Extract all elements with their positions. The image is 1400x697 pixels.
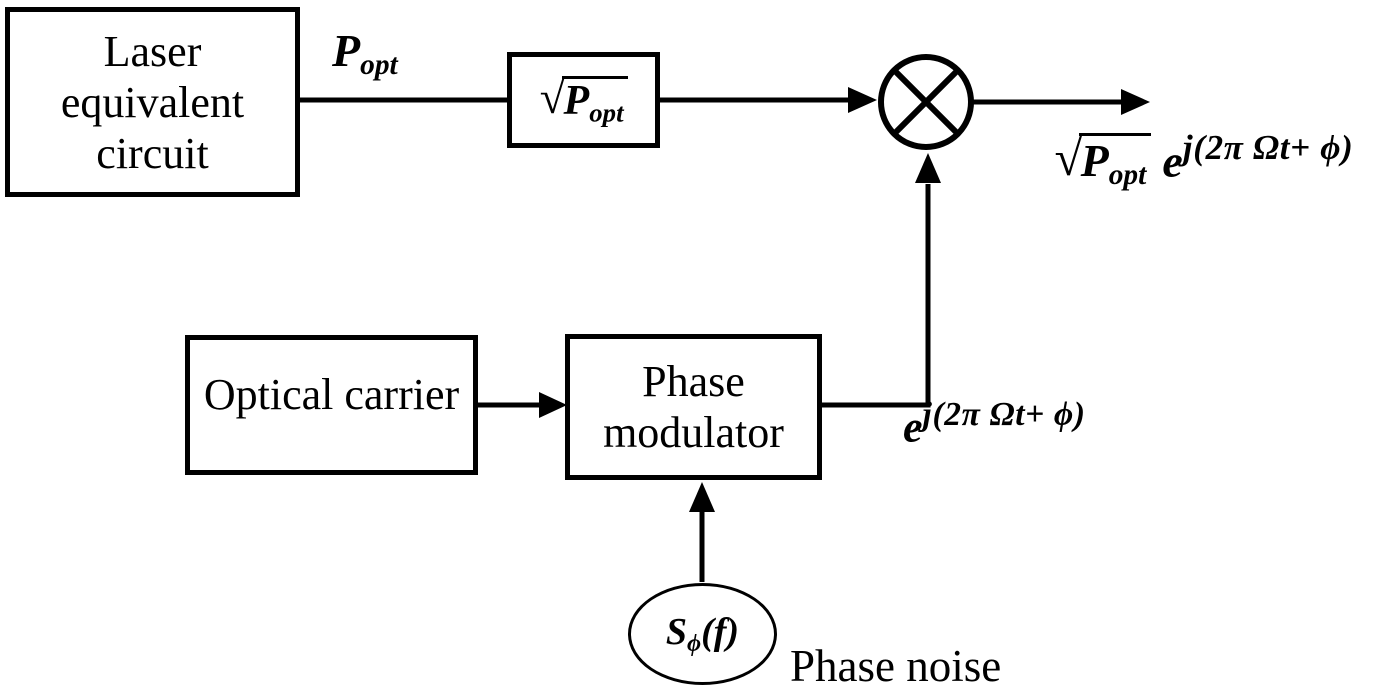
sqrt-subscript: opt [589,97,624,128]
arrowhead-carrier-to-modulator [539,392,567,418]
sqrt-base: P [563,78,590,125]
noise-argument: (f) [701,611,740,654]
noise-base: S [665,611,688,654]
laser-block-line-1: Laser [103,26,202,76]
phase-noise-source: Sϕ(f) [628,583,777,685]
arrowhead-noise-to-modulator [689,482,715,512]
laser-equivalent-circuit-block: Laser equivalent circuit [5,7,300,197]
noise-source-formula: Sϕ(f) [666,610,739,658]
output-base: P [1080,135,1109,187]
laser-block-line-2: equivalent [60,77,245,127]
mixer-output-label: √Popt ej(2π Ωt+ ϕ) [1054,128,1353,192]
modulator-output-label: ej(2π Ωt+ ϕ) [903,396,1086,453]
wire-modulator-to-multiplier [820,184,931,408]
p-opt-base: P [332,25,361,76]
output-subscript: opt [1108,159,1147,192]
output-radical-sign: √ [1054,130,1082,187]
phase-modulator-block: Phase modulator [565,334,822,480]
phase-modulator-line-1: Phase [642,357,745,406]
optical-carrier-label: Optical carrier [203,369,460,419]
multiplier-mixer-symbol [878,54,974,150]
arrowhead-modulator-to-multiplier [915,153,941,183]
output-euler-e: e [1162,135,1183,187]
arrowhead-multiplier-output [1121,89,1150,115]
p-opt-label: Popt [332,24,398,82]
noise-subscript: ϕ [687,629,702,657]
sqrt-popt-block: √Popt [507,52,660,148]
output-exponent: j(2π Ωt+ ϕ) [1182,128,1354,167]
radical-sign: √ [539,72,565,124]
p-opt-subscript: opt [360,49,398,82]
optical-carrier-block: Optical carrier [185,335,478,475]
sqrt-popt-formula: √Popt [539,72,628,128]
laser-block-line-3: circuit [96,128,209,178]
phase-modulator-line-2: modulator [603,408,784,457]
arrowhead-sqrt-to-multiplier [848,87,877,113]
modulator-euler-e: e [903,402,923,452]
multiplier-circle [878,54,974,150]
multiplier-cross-line-2 [891,67,961,137]
phase-noise-label: Phase noise [790,641,1002,691]
modulator-exponent: j(2π Ωt+ ϕ) [922,396,1086,433]
